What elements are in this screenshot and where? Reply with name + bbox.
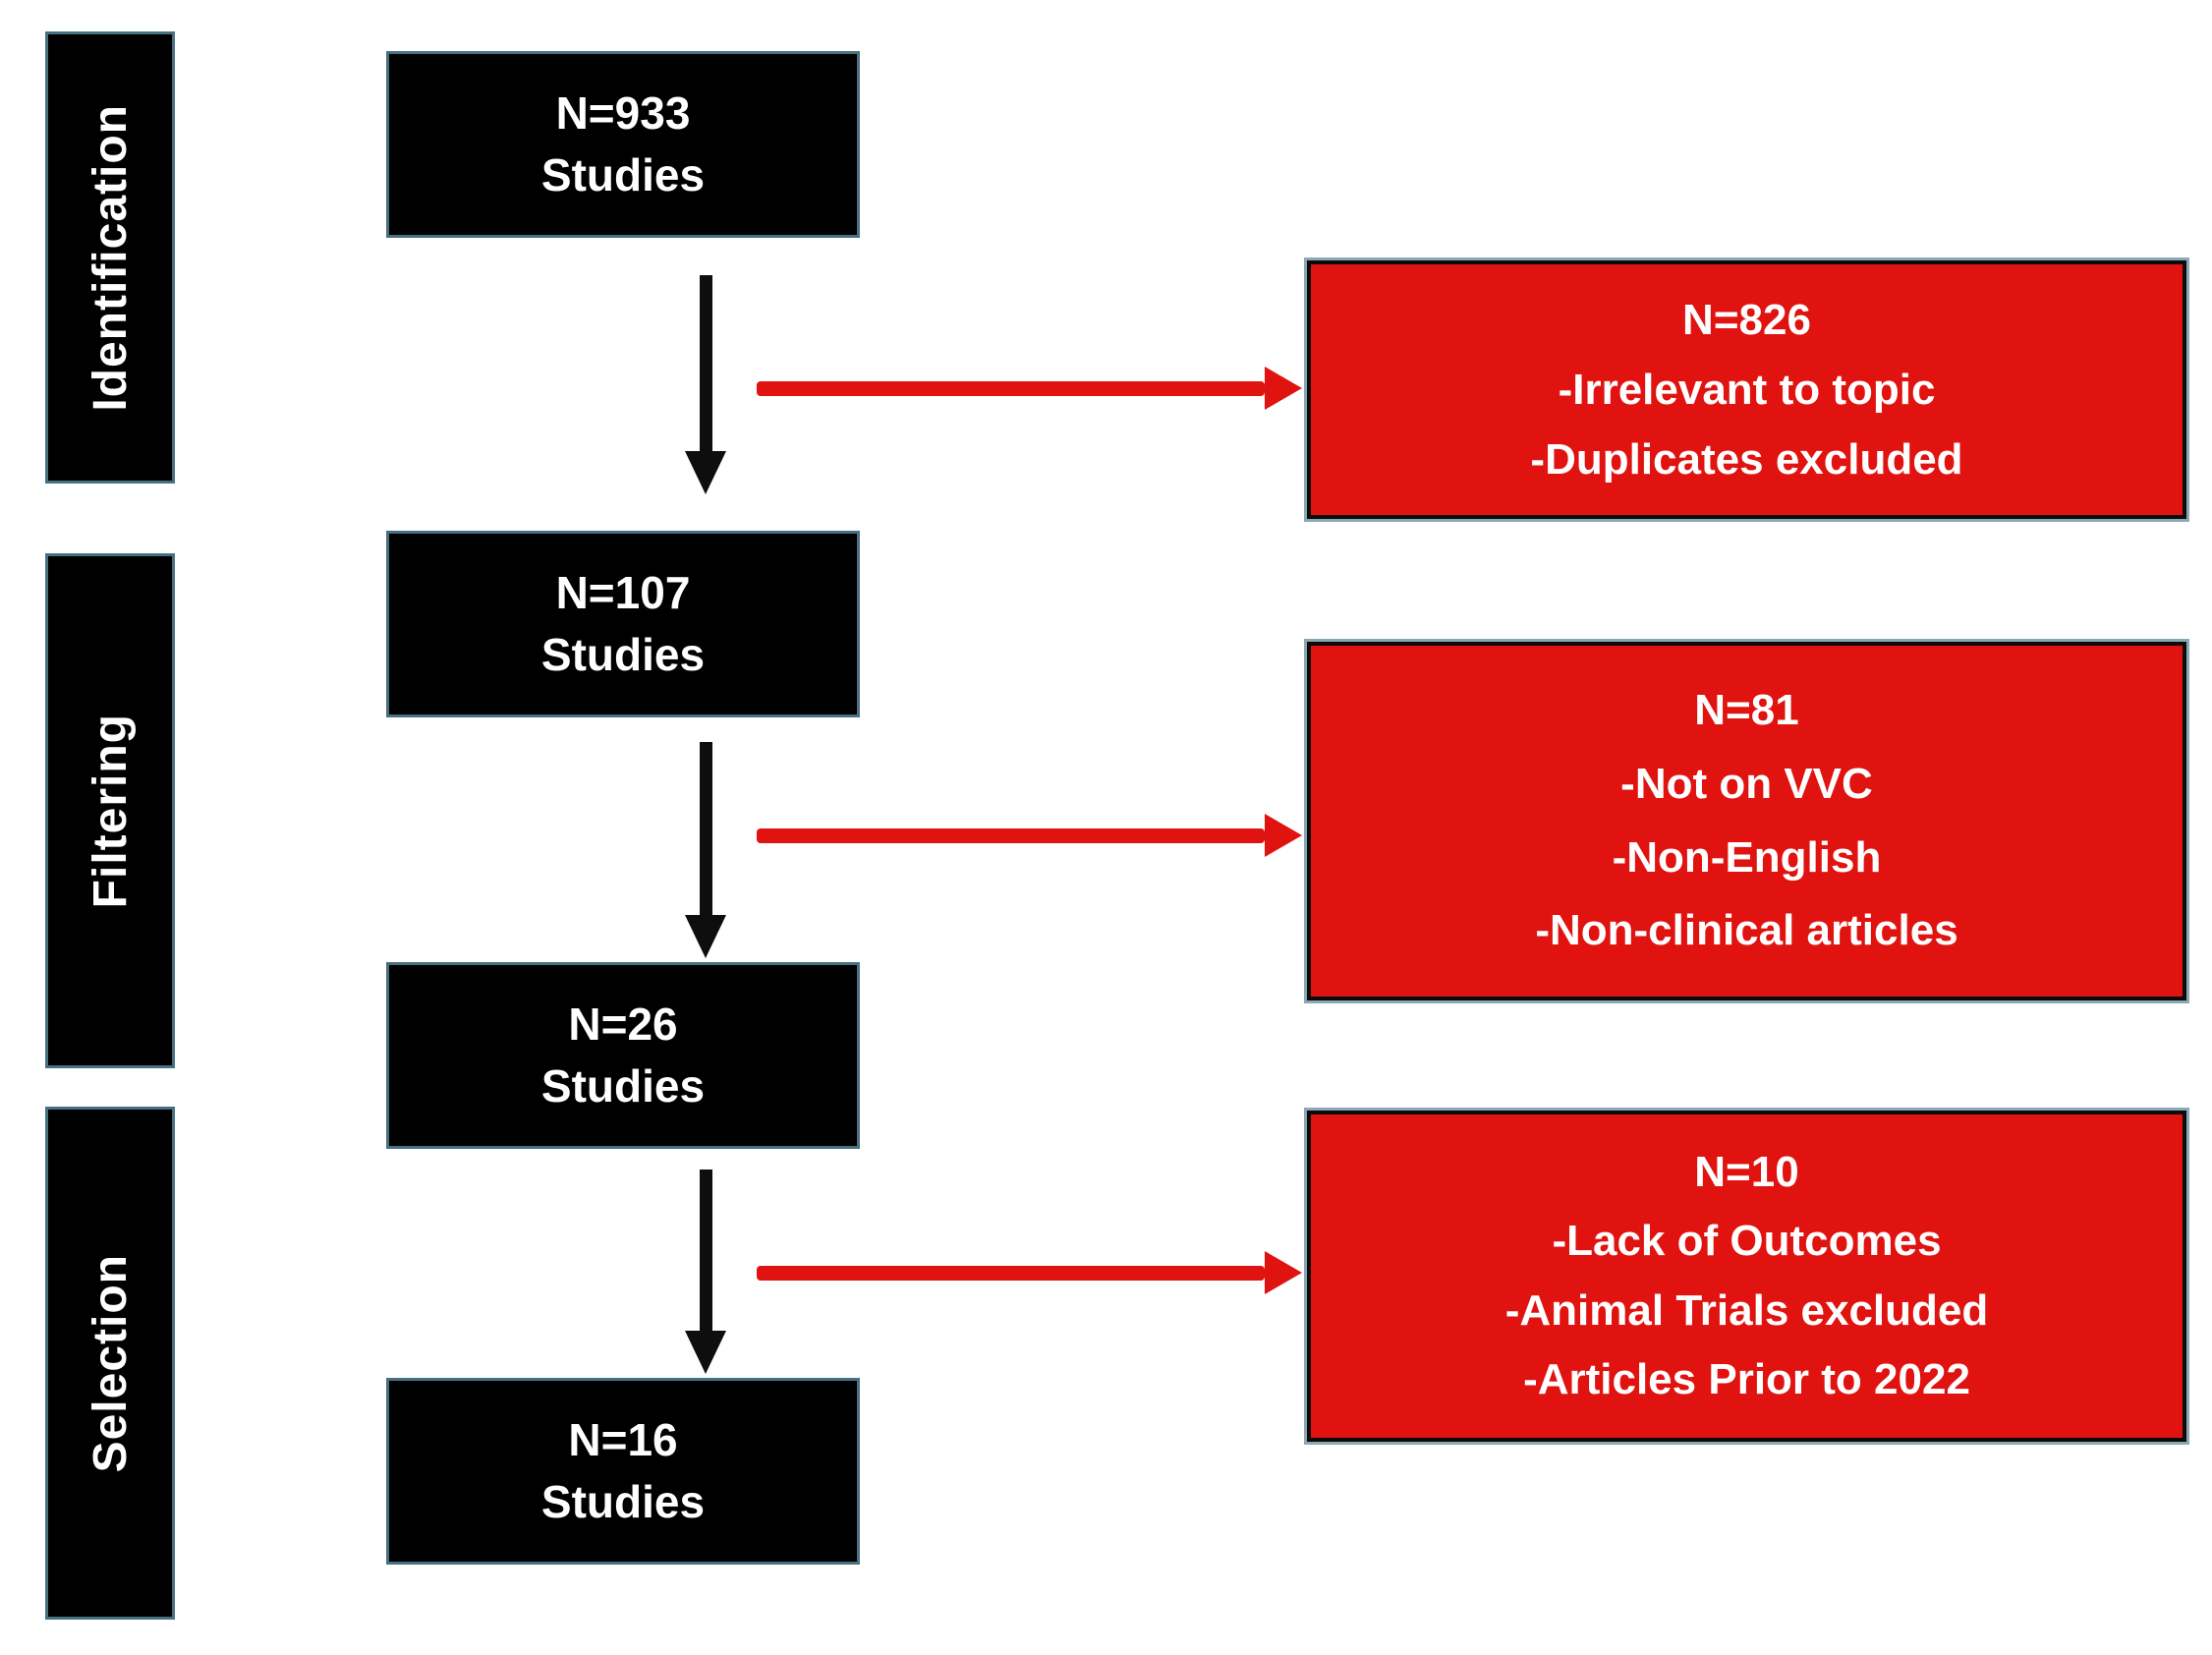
process-box-107: N=107 Studies — [386, 531, 860, 717]
exclusion-box-81-count: N=81 — [1694, 685, 1799, 734]
exclusion-box-10-reason1: -Lack of Outcomes — [1552, 1217, 1942, 1266]
stage-label-identification: Identification — [84, 103, 137, 412]
down-arrow-head — [685, 915, 726, 958]
exclusion-box-826-reason1: -Irrelevant to topic — [1558, 365, 1936, 414]
stage-label-filtering: Filtering — [84, 713, 137, 909]
right-arrow-icon-3 — [757, 1251, 1302, 1294]
process-box-16-count: N=16 — [568, 1413, 678, 1465]
exclusion-box-81-reason3: -Non-clinical articles — [1535, 906, 1958, 955]
down-arrow-head — [685, 451, 726, 494]
down-arrow-icon-3 — [685, 1170, 726, 1374]
exclusion-box-826-reason2: -Duplicates excluded — [1530, 435, 1963, 485]
right-arrow-head — [1265, 367, 1302, 410]
exclusion-box-10: N=10 -Lack of Outcomes -Animal Trials ex… — [1307, 1111, 2186, 1442]
stage-bar-filtering: Filtering — [45, 553, 175, 1068]
process-box-933-label: Studies — [540, 149, 706, 200]
stage-label-selection: Selection — [84, 1253, 137, 1473]
process-box-26-label: Studies — [540, 1060, 706, 1112]
process-box-933-count: N=933 — [555, 86, 691, 139]
process-box-26-count: N=26 — [568, 998, 678, 1050]
right-arrow-icon-1 — [757, 367, 1302, 410]
exclusion-box-826-count: N=826 — [1682, 295, 1811, 344]
process-box-16-label: Studies — [540, 1476, 706, 1527]
exclusion-box-10-reason2: -Animal Trials excluded — [1504, 1285, 1989, 1335]
process-box-26: N=26 Studies — [386, 962, 860, 1149]
right-arrow-shaft — [757, 380, 1265, 396]
exclusion-box-10-count: N=10 — [1694, 1147, 1799, 1196]
down-arrow-shaft — [699, 1170, 712, 1331]
process-box-933: N=933 Studies — [386, 51, 860, 238]
down-arrow-shaft — [699, 742, 712, 915]
process-box-107-count: N=107 — [555, 566, 691, 618]
exclusion-box-81-reason1: -Not on VVC — [1620, 759, 1873, 808]
process-box-107-label: Studies — [540, 629, 706, 680]
right-arrow-icon-2 — [757, 814, 1302, 857]
stage-bar-identification: Identification — [45, 31, 175, 484]
down-arrow-icon-2 — [685, 742, 726, 958]
down-arrow-head — [685, 1331, 726, 1374]
right-arrow-head — [1265, 814, 1302, 857]
right-arrow-head — [1265, 1251, 1302, 1294]
process-box-16: N=16 Studies — [386, 1378, 860, 1565]
exclusion-box-81-reason2: -Non-English — [1612, 832, 1882, 882]
right-arrow-shaft — [757, 828, 1265, 843]
exclusion-box-81: N=81 -Not on VVC -Non-English -Non-clini… — [1307, 642, 2186, 1000]
exclusion-box-10-reason3: -Articles Prior to 2022 — [1523, 1354, 1970, 1403]
exclusion-box-826: N=826 -Irrelevant to topic -Duplicates e… — [1307, 260, 2186, 519]
down-arrow-icon-1 — [685, 275, 726, 494]
right-arrow-shaft — [757, 1265, 1265, 1281]
stage-bar-selection: Selection — [45, 1107, 175, 1620]
down-arrow-shaft — [699, 275, 712, 451]
